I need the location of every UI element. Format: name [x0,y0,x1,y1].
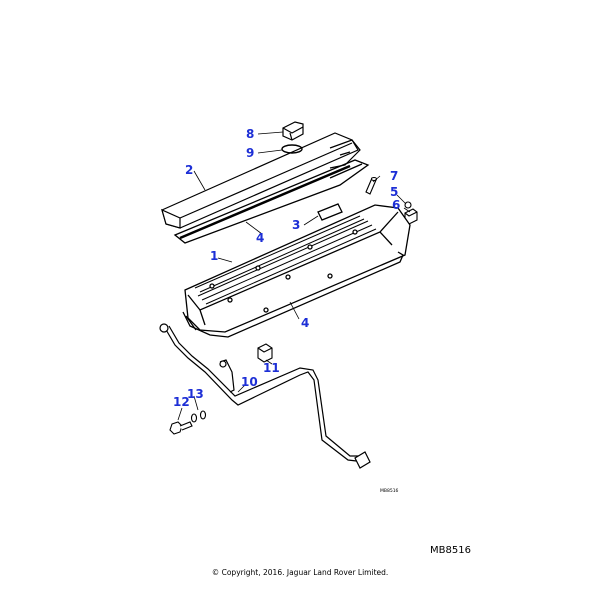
callout-4-upper: 4 [256,231,264,245]
callout-labels: 8 9 2 7 5 6 3 4 1 4 11 10 13 12 [173,127,400,409]
diagram-small-reference: MB8516 [380,488,399,494]
part-13-washers [190,410,207,423]
part-12-bolt [169,421,193,435]
callout-6: 6 [392,198,400,212]
part-1-cam-cover [184,203,411,333]
part-2-upper-cover [161,132,361,229]
callout-5: 5 [390,185,398,199]
part-4-upper-gasket [173,159,370,244]
callout-11: 11 [263,361,280,375]
callout-13: 13 [187,387,204,401]
diagram-reference-code: MB8516 [430,545,471,556]
callout-10: 10 [241,375,258,389]
part-8-cap [282,121,304,141]
part-5-fitting [404,201,412,209]
callout-9: 9 [246,146,254,160]
callout-3: 3 [292,218,300,232]
callout-4-lower: 4 [301,316,309,330]
callout-1: 1 [210,249,218,263]
callout-7: 7 [390,169,398,183]
copyright-notice: © Copyright, 2016. Jaguar Land Rover Lim… [211,568,389,577]
part-9-o-ring [281,144,303,154]
callout-12: 12 [173,395,190,409]
part-11-clip [257,343,273,363]
part-10-breather-pipe [159,323,371,469]
callout-8: 8 [246,127,254,141]
leader-lines [177,131,411,421]
callout-2: 2 [185,163,193,177]
part-4-lower-gasket [182,251,404,338]
